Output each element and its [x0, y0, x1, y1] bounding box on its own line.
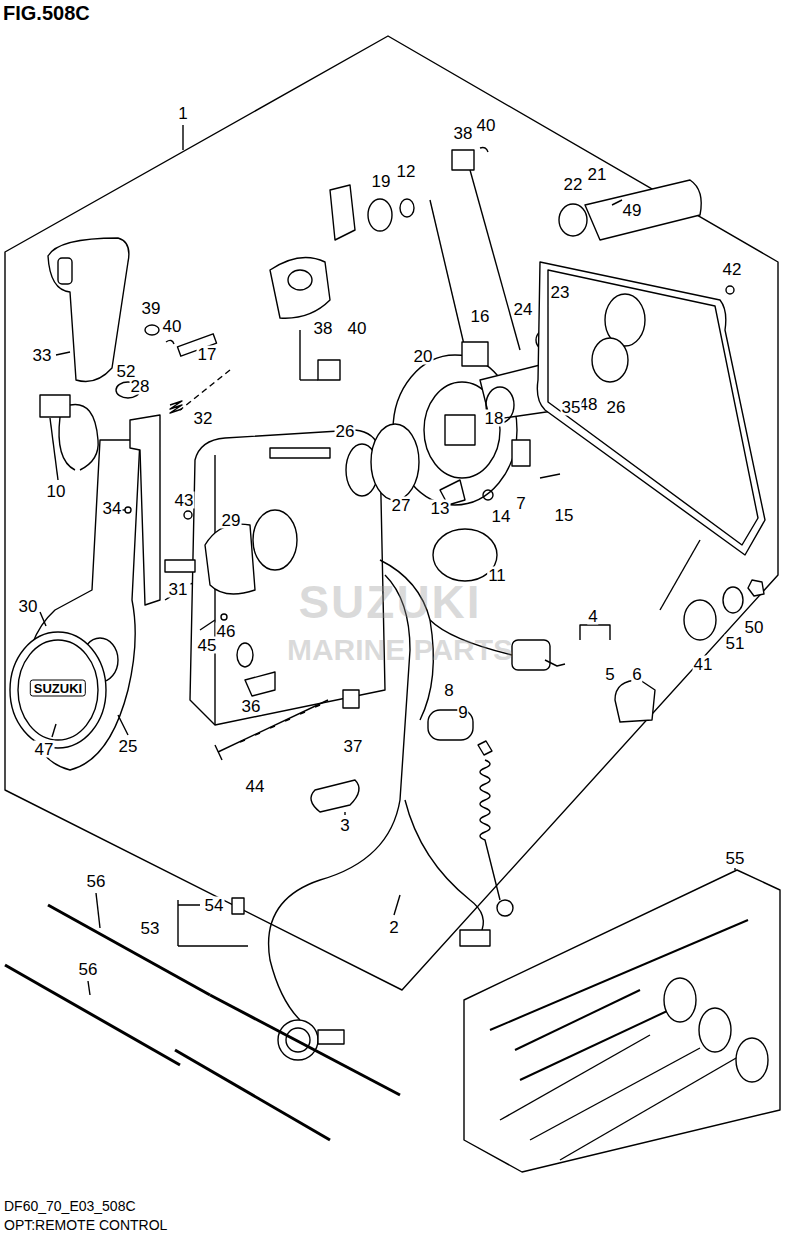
figure-id: DF60_70_E03_508C — [4, 1199, 136, 1213]
callout-number: 33 — [32, 347, 53, 364]
callout-number: 8 — [443, 682, 454, 699]
callout-number: 9 — [457, 704, 468, 721]
callout-number: 14 — [491, 508, 512, 525]
title: FIG.508C — [3, 3, 90, 23]
callout-number: 40 — [347, 320, 368, 337]
callout-number: 56 — [86, 873, 107, 890]
callout-number: 24 — [513, 301, 534, 318]
callout-number: 16 — [470, 308, 491, 325]
callout-number: 2 — [388, 919, 399, 936]
callout-number: 5 — [604, 666, 615, 683]
callout-number: 30 — [18, 598, 39, 615]
callout-number: 27 — [391, 497, 412, 514]
callout-number: 19 — [371, 173, 392, 190]
callout-number: 38 — [313, 320, 334, 337]
callout-number: 18 — [484, 410, 505, 427]
callout-number: 10 — [46, 483, 67, 500]
callout-number: 23 — [550, 284, 571, 301]
watermark: MARINE PARTS — [287, 635, 513, 665]
callout-number: 34 — [102, 500, 123, 517]
callout-number: 56 — [78, 961, 99, 978]
callout-number: 37 — [343, 738, 364, 755]
callout-number: 42 — [722, 261, 743, 278]
callout-number: 11 — [487, 567, 507, 584]
callout-number: 47 — [34, 741, 55, 758]
callout-number: 36 — [241, 698, 262, 715]
callout-number: 22 — [563, 176, 584, 193]
caption: OPT:REMOTE CONTROL — [4, 1218, 167, 1232]
brand-text: SUZUKI — [30, 680, 86, 697]
callout-number: 6 — [631, 666, 642, 683]
callout-number: 44 — [245, 778, 266, 795]
callout-number: 29 — [221, 512, 242, 529]
callout-number: 46 — [216, 623, 237, 640]
callout-number: 13 — [430, 500, 451, 517]
callout-number: 32 — [193, 410, 214, 427]
callout-number: 35 — [561, 399, 582, 416]
callout-number: 1 — [177, 105, 188, 122]
callout-number: 31 — [168, 581, 189, 598]
callout-number: 21 — [587, 166, 608, 183]
callout-number: 40 — [476, 117, 497, 134]
callout-number: 38 — [453, 125, 474, 142]
callout-number: 40 — [162, 318, 183, 335]
callout-number: 7 — [515, 495, 526, 512]
callout-number: 55 — [725, 850, 746, 867]
watermark: SUZUKI — [298, 579, 481, 625]
callout-number: 39 — [141, 300, 162, 317]
callout-number: 43 — [174, 492, 195, 509]
callout-number: 51 — [725, 635, 746, 652]
callout-number: 49 — [622, 202, 643, 219]
callout-number: 17 — [197, 346, 218, 363]
callout-number: 50 — [744, 619, 765, 636]
callout-number: 15 — [554, 507, 575, 524]
callout-number: 45 — [197, 637, 218, 654]
callout-number: 41 — [693, 656, 714, 673]
callout-number: 3 — [339, 817, 350, 834]
callout-number: 12 — [396, 163, 417, 180]
callout-number: 28 — [130, 378, 151, 395]
callout-number: 20 — [413, 348, 434, 365]
callout-number: 4 — [587, 608, 598, 625]
callout-number: 54 — [204, 897, 225, 914]
callout-number: 26 — [606, 399, 627, 416]
callout-number: 26 — [335, 423, 356, 440]
callout-number: 53 — [140, 920, 161, 937]
callout-number: 25 — [118, 738, 139, 755]
